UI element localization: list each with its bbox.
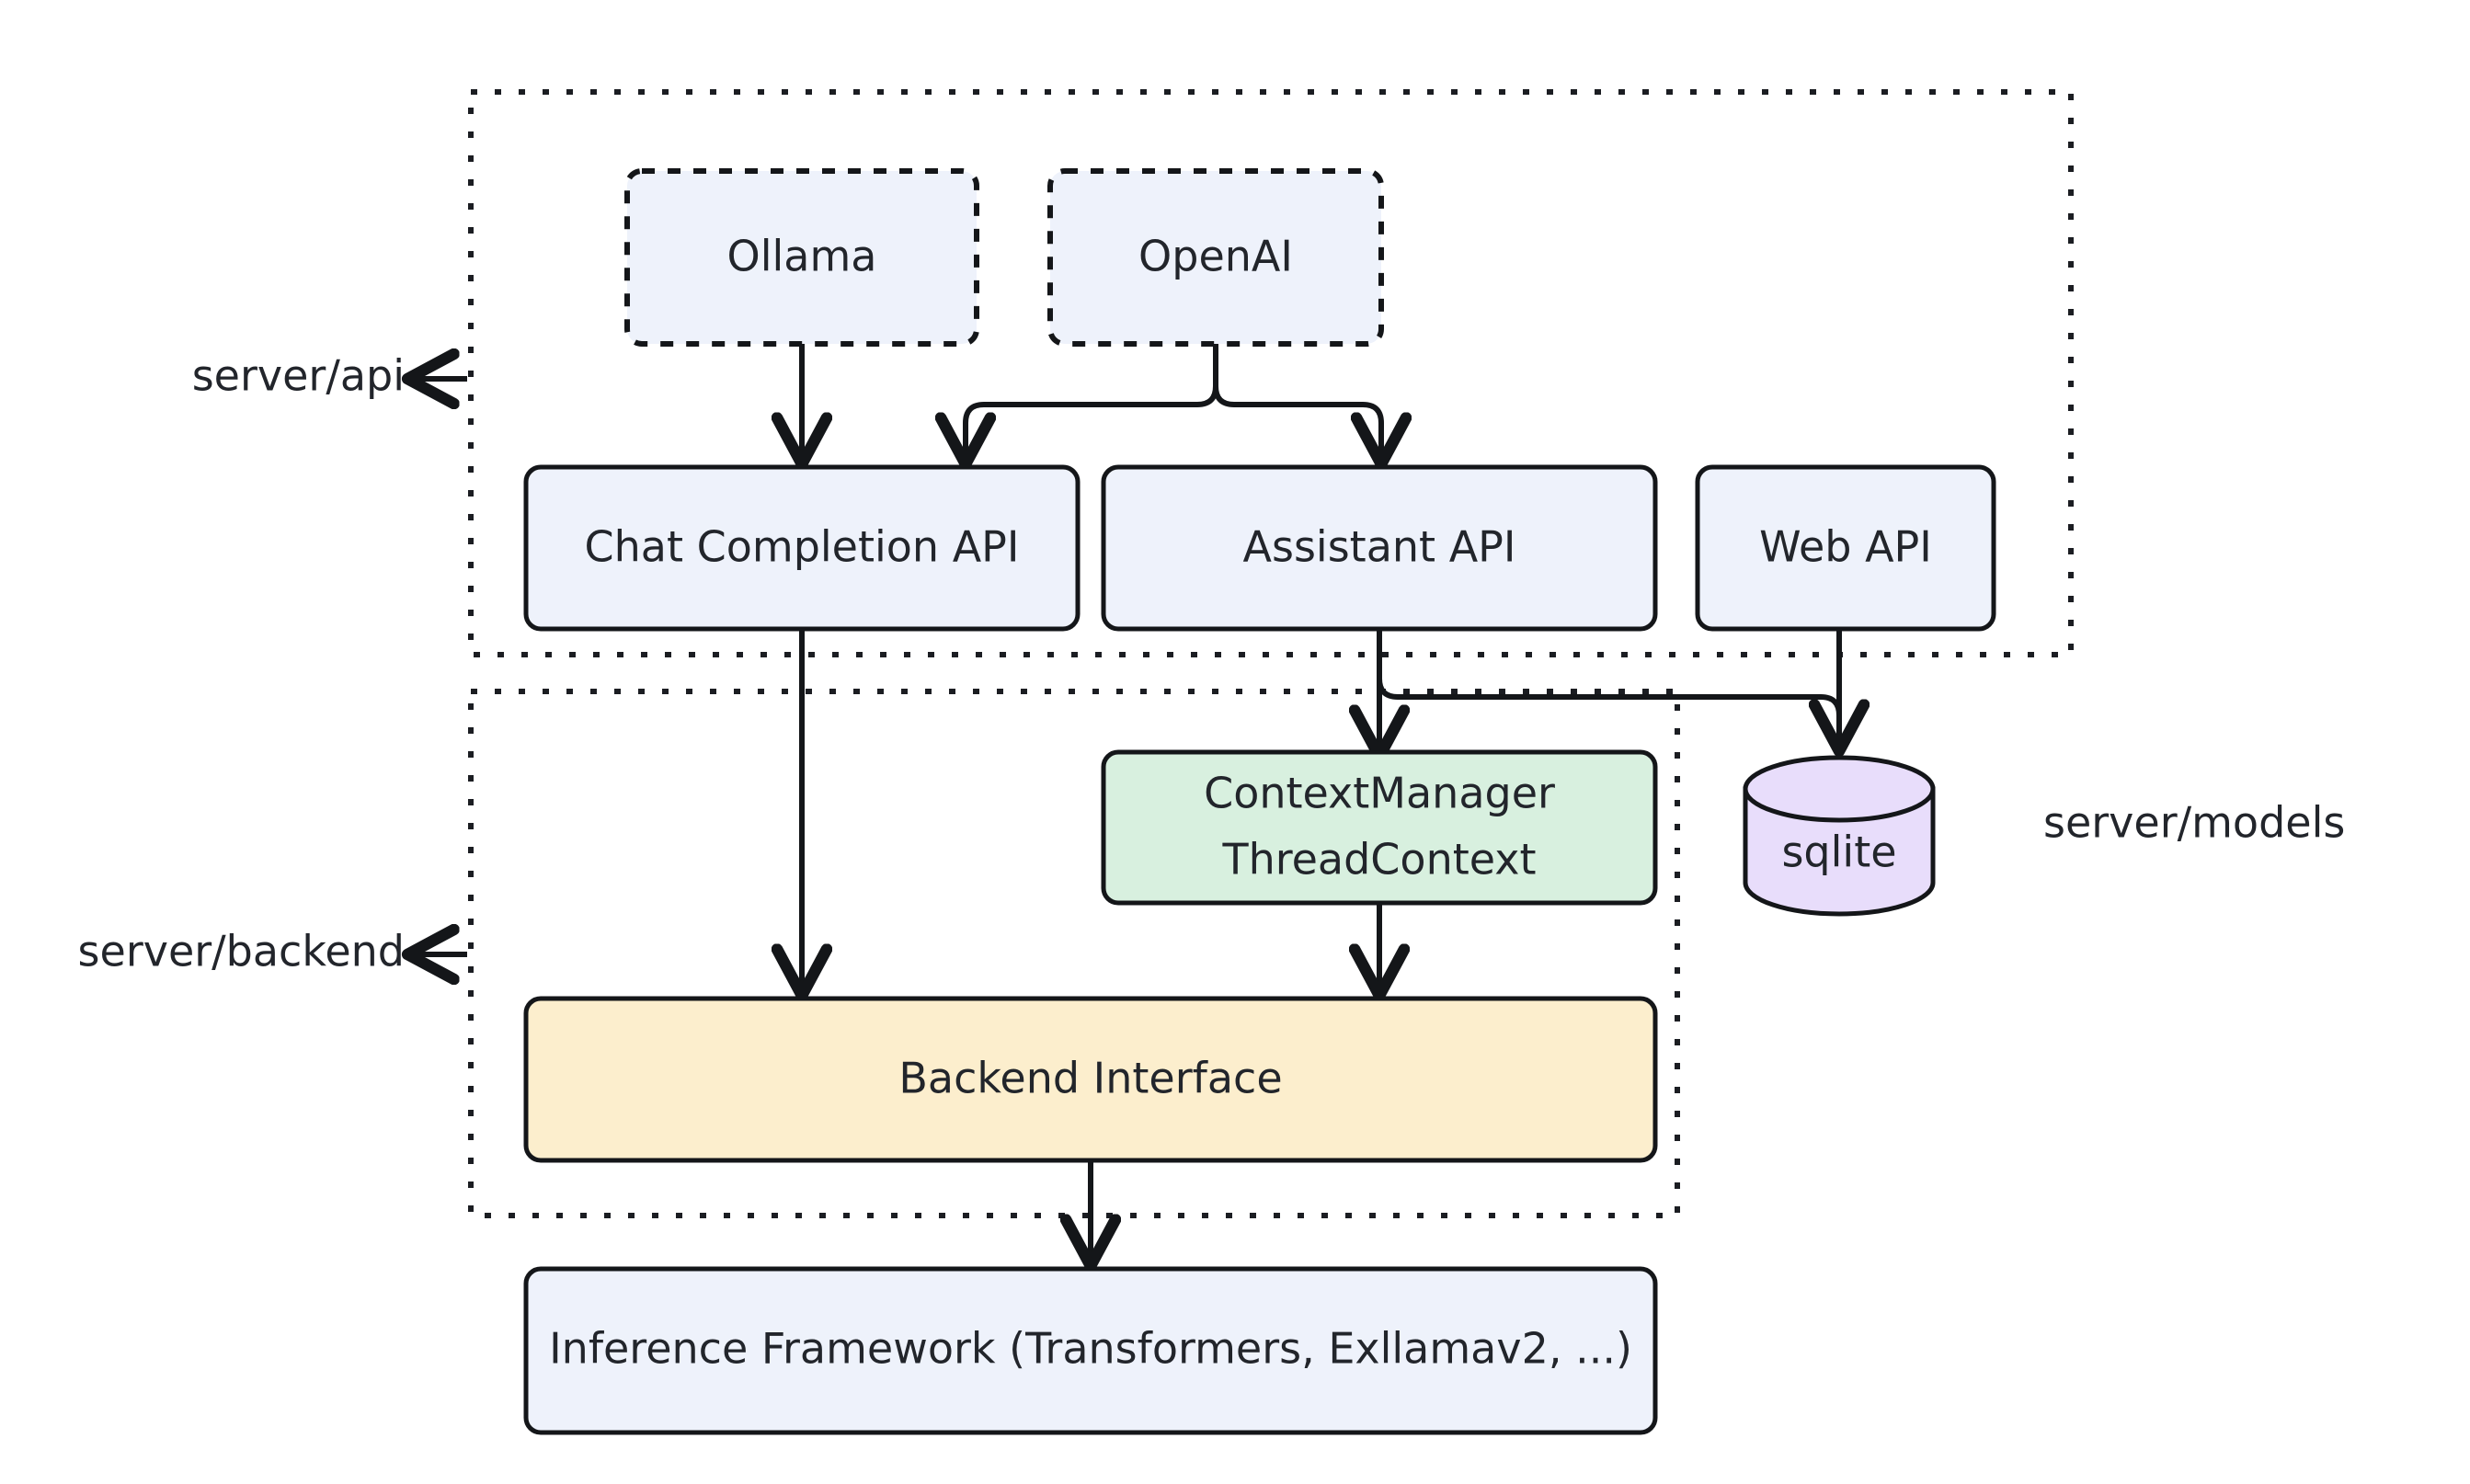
edge-openai-to-assistant-api: [1213, 344, 1381, 460]
node-inference-framework-box[interactable]: [523, 1266, 1658, 1435]
node-chat-completion-api-label: Chat Completion API: [585, 522, 1020, 572]
node-ollama-box[interactable]: [624, 168, 979, 347]
node-assistant-api[interactable]: Assistant API: [1101, 464, 1658, 632]
node-sqlite[interactable]: sqlite: [1743, 755, 1936, 917]
node-context-manager-box[interactable]: [1101, 749, 1658, 906]
region-server-backend: [468, 689, 1680, 1218]
region-server-api: [468, 89, 2074, 657]
node-assistant-api-box[interactable]: [1101, 464, 1658, 632]
node-context-manager-label-line1: ContextManager: [1204, 769, 1555, 818]
region-label-server-backend: server/backend: [78, 927, 405, 976]
edge-assistant-api-to-sqlite: [1377, 629, 1842, 736]
node-context-manager-label-line2: ThreadContext: [1221, 835, 1536, 885]
node-openai[interactable]: OpenAI: [1047, 168, 1384, 347]
node-backend-interface[interactable]: Backend Interface: [523, 996, 1658, 1163]
node-inference-framework-label: Inference Framework (Transformers, Exlla…: [549, 1324, 1632, 1374]
node-openai-box[interactable]: [1047, 168, 1384, 347]
node-backend-interface-label: Backend Interface: [898, 1054, 1282, 1103]
node-chat-completion-api[interactable]: Chat Completion API: [523, 464, 1081, 632]
node-ollama[interactable]: Ollama: [624, 168, 979, 347]
node-chat-completion-api-box[interactable]: [523, 464, 1081, 632]
node-sqlite-cylinder-body[interactable]: [1743, 786, 1936, 917]
node-web-api-label: Web API: [1759, 522, 1932, 572]
node-web-api-box[interactable]: [1695, 464, 1996, 632]
node-assistant-api-label: Assistant API: [1243, 522, 1516, 572]
node-inference-framework[interactable]: Inference Framework (Transformers, Exlla…: [523, 1266, 1658, 1435]
node-sqlite-cylinder-top: [1743, 755, 1936, 823]
node-context-manager[interactable]: ContextManager ThreadContext: [1101, 749, 1658, 906]
node-web-api[interactable]: Web API: [1695, 464, 1996, 632]
region-label-server-api: server/api: [192, 351, 405, 401]
edge-openai-to-chat-api: [966, 344, 1218, 460]
node-openai-label: OpenAI: [1138, 232, 1293, 281]
region-label-server-models: server/models: [2043, 798, 2345, 848]
node-ollama-label: Ollama: [727, 232, 877, 281]
node-backend-interface-box[interactable]: [523, 996, 1658, 1163]
node-sqlite-label: sqlite: [1781, 828, 1896, 877]
